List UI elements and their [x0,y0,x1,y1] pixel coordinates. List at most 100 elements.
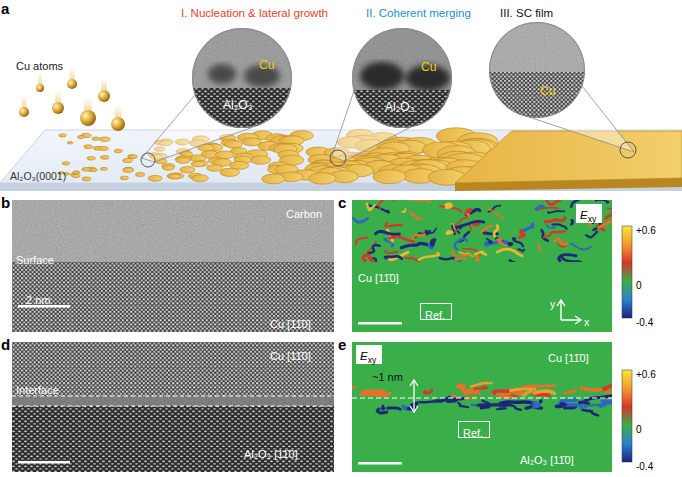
cu-island [99,147,108,151]
strain-stroke [606,390,612,392]
strain-stroke [475,387,487,390]
label-anchor: Al₂O₃(0001) [10,166,66,184]
strain-stroke [602,385,611,389]
strain-stroke [547,225,555,228]
sapphire-lattice [12,406,334,472]
figure-label: 0 [636,424,642,435]
fall-streak [22,95,27,107]
tag-text: Exy [580,209,596,225]
strain-stroke [488,206,500,212]
cu-island [100,167,107,170]
symbol-letter: E [580,209,588,221]
panel-letter: b [1,194,10,211]
thickness-arrow [410,380,418,412]
inset-label: Al₂O₃ [223,98,253,112]
strain-stroke [545,218,565,222]
strain-stroke [452,251,471,256]
map-tag: Ref. [458,421,490,438]
strain-stroke [401,243,427,247]
symbol-letter: E [360,350,368,362]
tem-inset [192,28,292,128]
strain-stroke [405,258,419,262]
strain-stroke [547,200,560,204]
inset-label: Cu [421,60,436,74]
strain-stroke [565,390,576,393]
strain-stroke [410,213,421,219]
label-anchor: +0.6 [636,220,656,238]
label-anchor: c [338,194,346,212]
strain-stroke [493,391,508,393]
cu-atoms [19,67,125,131]
strain-stroke [457,385,464,388]
label-anchor: Cu atoms [16,56,63,74]
map-tag: Exy [576,204,602,223]
sapphire-lattice [192,88,292,128]
strain-stroke [379,200,388,209]
strain-stroke [494,225,498,236]
color-bar [622,226,632,318]
cu-island [82,177,91,181]
strain-stroke [534,391,554,393]
label-anchor: b [1,194,10,212]
strain-stroke [382,406,384,410]
cu-island [100,156,109,160]
cu-island [262,174,285,184]
strain-stroke [524,224,533,231]
inset-label: Cu [259,58,274,72]
fall-streak [70,67,75,79]
strain-stroke [388,408,401,409]
figure-label: y [550,298,555,310]
strain-stroke [497,249,522,256]
cu-island [135,173,145,177]
tem-noise [352,28,452,128]
figure-label: Cu [11̄0] [270,318,311,330]
cu-lattice [12,342,334,396]
strain-stroke [361,394,386,395]
strain-surface [353,200,612,262]
interface-layer [12,396,334,406]
cu-island [62,162,70,165]
cu-atom [80,110,96,126]
panel-letter: c [338,194,346,211]
cu-island [207,165,223,172]
strain-stroke [402,209,405,212]
strain-stroke [447,399,456,401]
zoom-spot [620,142,636,158]
strain-stroke [539,244,541,251]
cu-island [163,165,174,170]
figure-label: x [584,316,589,328]
strain-stroke [481,405,489,408]
fall-streak [55,90,61,102]
cu-islands [58,128,498,185]
strain-stroke [454,239,466,250]
carbon-noise [12,200,334,262]
figure-label: II. Coherent merging [366,7,471,19]
strain-stroke [440,258,454,259]
label-anchor: Interface [16,380,59,398]
panel-letter: d [1,336,10,353]
cu-atom [98,90,110,102]
strain-interface [352,383,612,415]
strain-stroke [582,410,598,416]
fall-streak [38,72,42,84]
magnified-inset: CuAl₂O₃ [352,28,452,128]
cu-island [72,174,80,178]
strain-stroke [497,239,506,245]
fall-streak [115,105,122,117]
figure-label: Cu atoms [16,60,63,72]
figure-label: ~1 nm [372,371,403,383]
strain-stroke [353,218,367,222]
label-anchor: Cu [11̄0] [548,348,589,366]
text-anchor: Cu [540,81,555,99]
strain-stroke [497,408,506,409]
inset-label: Cu [540,84,555,98]
strain-stroke [557,404,565,407]
strain-stroke [385,223,401,226]
label-anchor: ~1 nm [372,367,403,385]
strain-stroke [426,228,436,233]
text-anchor: Al₂O₃ [385,97,415,115]
strain-stroke [518,249,524,252]
cu-island [167,173,181,179]
cu-island [373,170,406,184]
